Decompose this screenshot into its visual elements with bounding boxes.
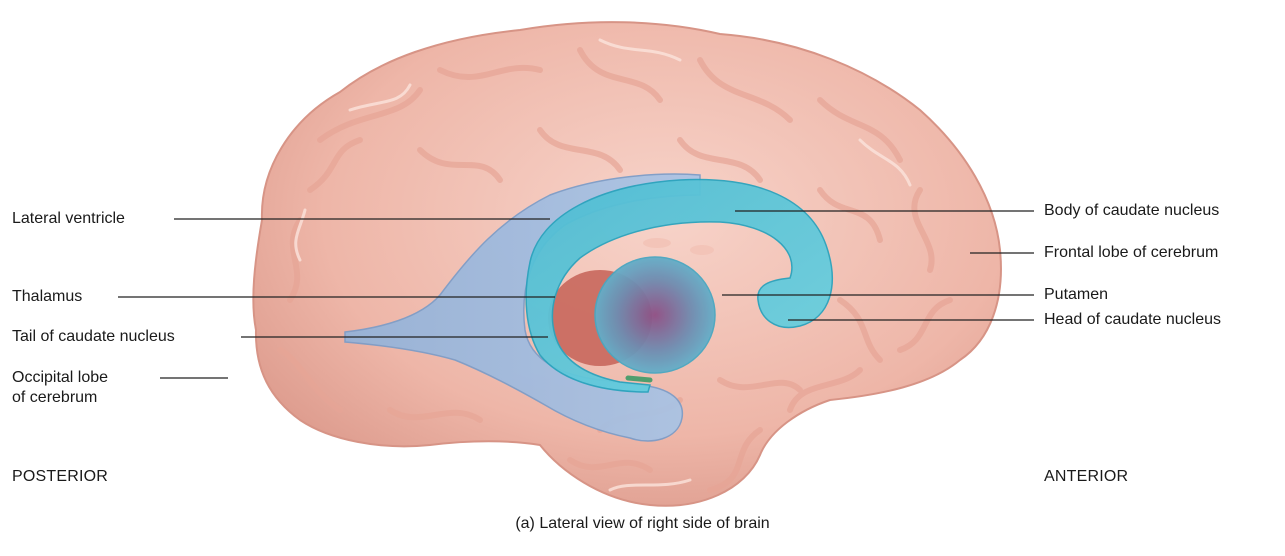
label-lateral-ventricle: Lateral ventricle — [12, 209, 125, 228]
label-putamen: Putamen — [1044, 285, 1108, 304]
label-occipital-line1: Occipital lobe — [12, 368, 108, 387]
orientation-posterior: POSTERIOR — [12, 468, 108, 486]
label-thalamus: Thalamus — [12, 287, 82, 306]
putamen-shape — [595, 257, 715, 373]
label-body-caudate: Body of caudate nucleus — [1044, 201, 1219, 220]
label-frontal-lobe: Frontal lobe of cerebrum — [1044, 243, 1218, 262]
orientation-anterior: ANTERIOR — [1044, 468, 1128, 486]
label-occipital-line2: of cerebrum — [12, 388, 97, 407]
label-tail-caudate: Tail of caudate nucleus — [12, 327, 175, 346]
figure-caption: (a) Lateral view of right side of brain — [0, 515, 1285, 533]
label-head-caudate: Head of caudate nucleus — [1044, 310, 1221, 329]
